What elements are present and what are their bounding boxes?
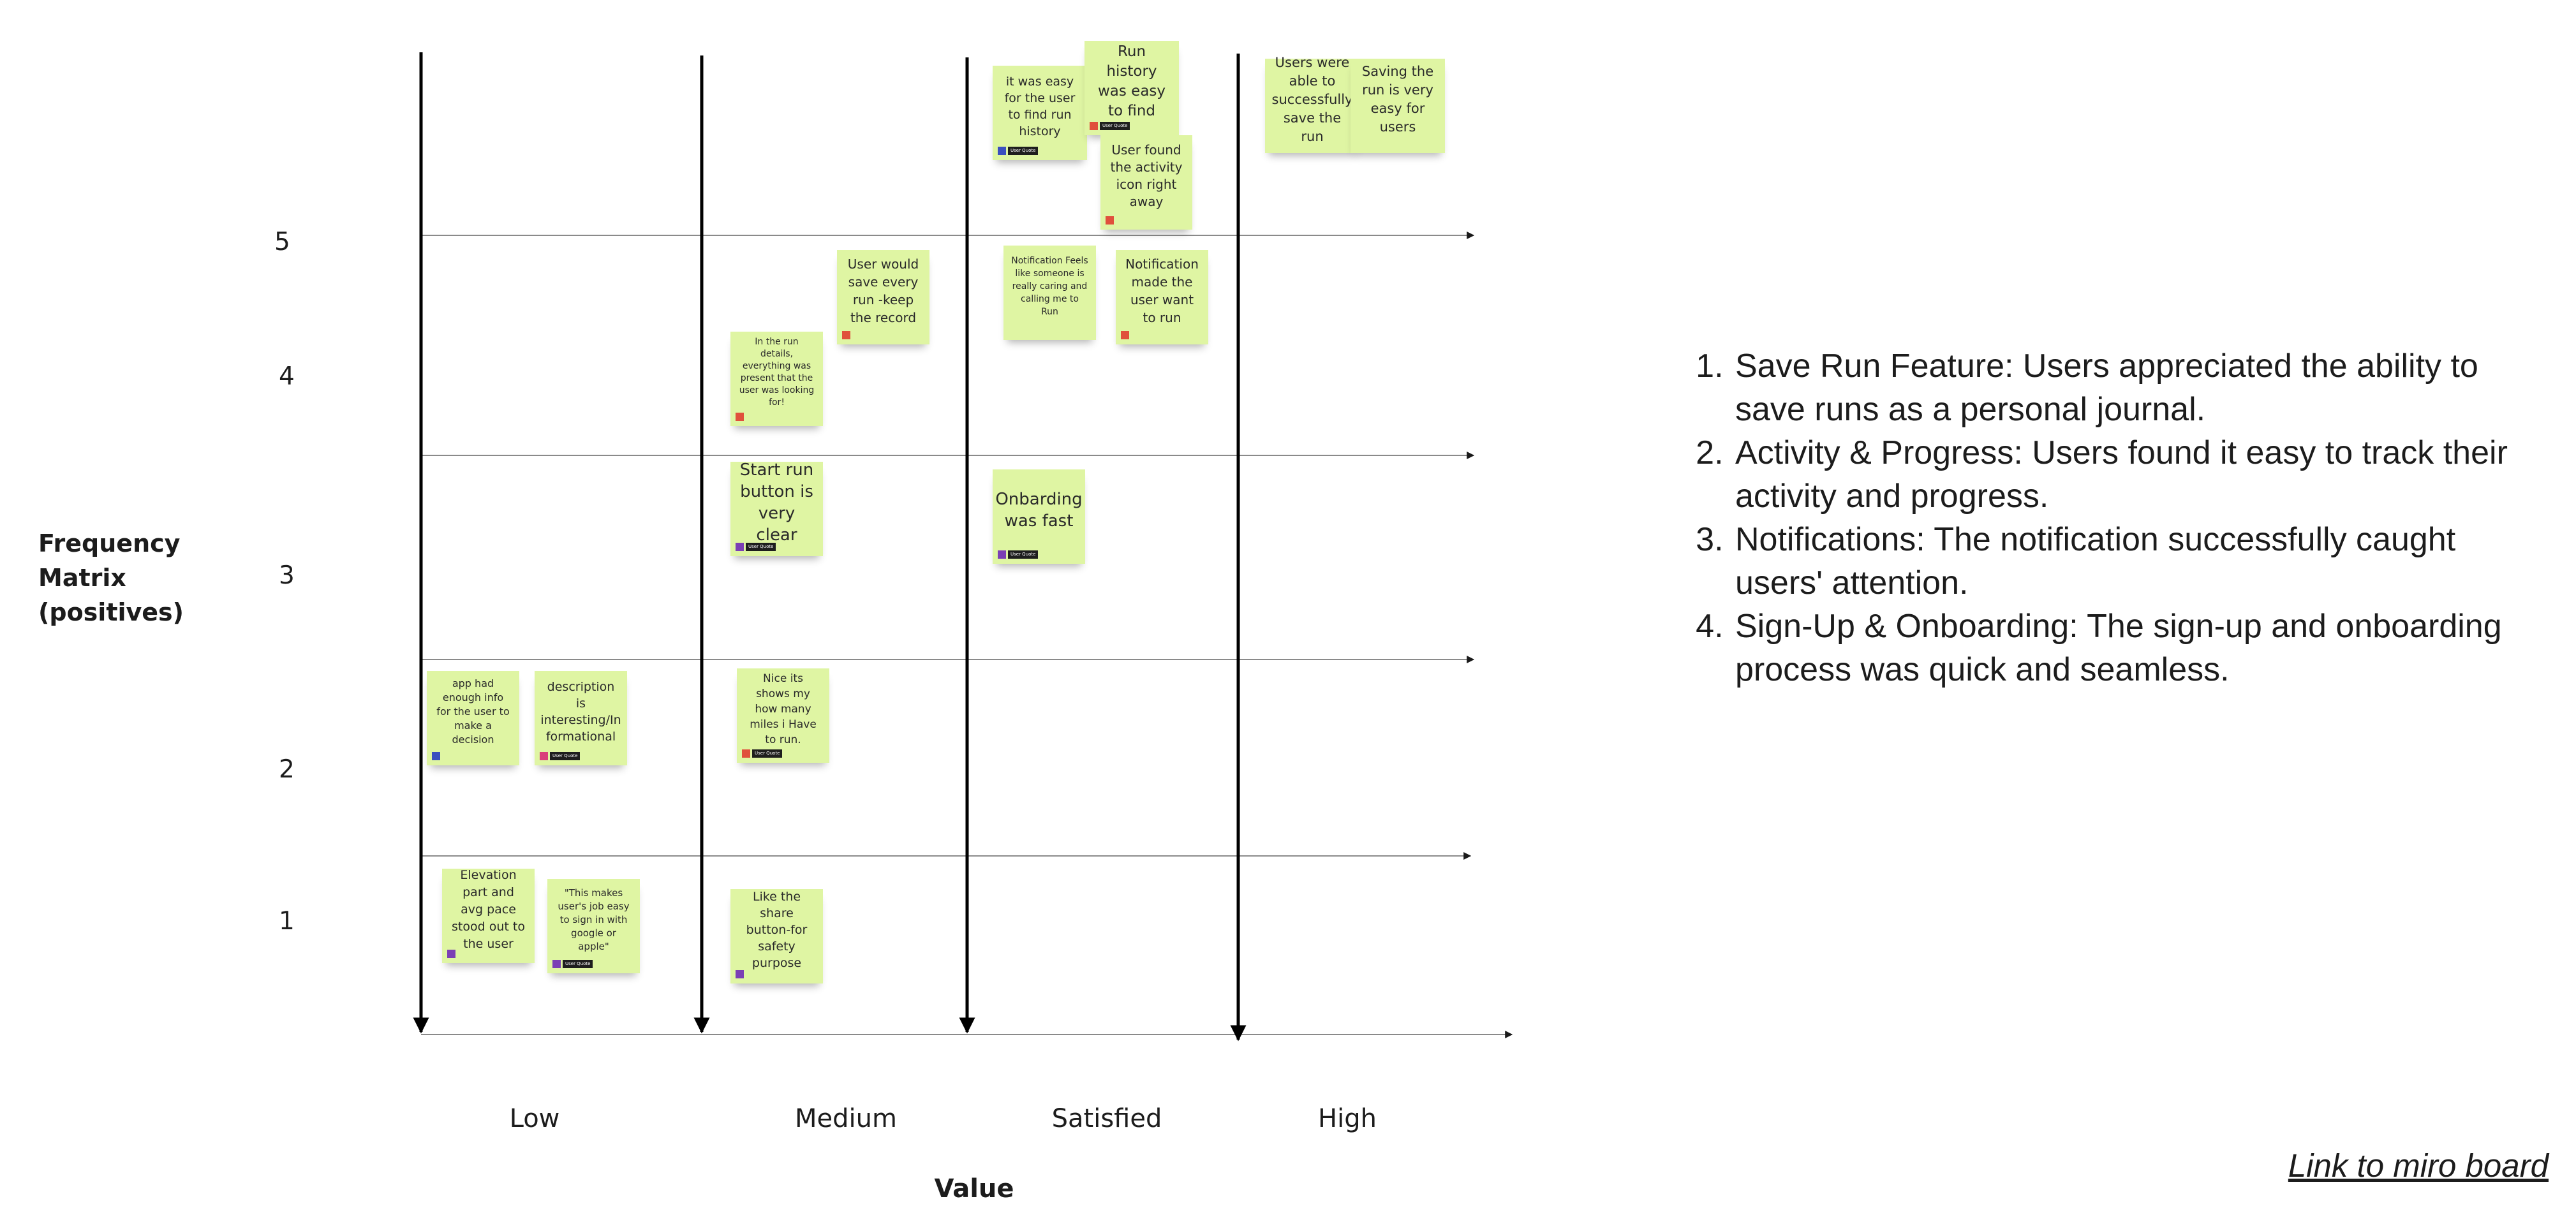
y-tick-label: 2	[279, 755, 295, 784]
sticky-note-text: In the run details, everything was prese…	[739, 337, 815, 408]
user-quote-tag: User Quote	[746, 543, 776, 551]
author-avatar-icon	[736, 413, 744, 421]
user-quote-tag: User Quote	[752, 749, 783, 758]
sticky-note[interactable]: Notification made the user want to run	[1116, 250, 1208, 344]
author-avatar-icon	[998, 147, 1006, 155]
sticky-note[interactable]: "This makes user's job easy to sign in w…	[547, 879, 640, 973]
y-tick-label: 5	[274, 228, 290, 256]
sticky-note-text: Nice its shows my how many miles i Have …	[750, 672, 817, 746]
sticky-note-text: it was easy for the user to find run his…	[1004, 75, 1076, 138]
note-footer	[736, 970, 744, 978]
note-footer: User Quote	[540, 752, 581, 760]
sticky-note-text: Run history was easy to find	[1097, 43, 1166, 119]
note-footer	[842, 331, 850, 339]
author-avatar-icon	[742, 749, 750, 758]
y-tick-label: 1	[279, 907, 295, 936]
sticky-note-text: "This makes user's job easy to sign in w…	[558, 887, 630, 952]
sticky-note[interactable]: Like the share button-for safety purpose	[730, 889, 823, 983]
sticky-note[interactable]: it was easy for the user to find run his…	[993, 66, 1087, 160]
sticky-note[interactable]: Nice its shows my how many miles i Have …	[737, 668, 829, 763]
author-avatar-icon	[736, 543, 744, 551]
sticky-note[interactable]: User would save every run -keep the reco…	[837, 250, 929, 344]
sticky-note-text: Saving the run is very easy for users	[1361, 64, 1434, 135]
miro-board-link[interactable]: Link to miro board	[2288, 1147, 2549, 1184]
x-tick-label: High	[1318, 1104, 1377, 1133]
sticky-note-text: app had enough info for the user to make…	[436, 677, 510, 746]
sticky-note-text: User would save every run -keep the reco…	[847, 256, 919, 325]
sticky-note-text: Users were able to successfully save the…	[1271, 54, 1353, 144]
note-footer: User Quote	[998, 550, 1039, 559]
user-quote-tag: User Quote	[1008, 550, 1039, 559]
sticky-note-text: Start run button is very clear	[739, 460, 814, 545]
sticky-note[interactable]: description is interesting/In formationa…	[535, 671, 627, 765]
author-avatar-icon	[447, 950, 455, 958]
author-avatar-icon	[1090, 122, 1098, 130]
note-footer	[447, 950, 455, 958]
sticky-note[interactable]: Users were able to successfully save the…	[1265, 55, 1359, 153]
y-tick-label: 4	[279, 362, 295, 391]
author-avatar-icon	[842, 331, 850, 339]
sticky-note[interactable]: app had enough info for the user to make…	[427, 671, 519, 765]
note-footer	[1106, 216, 1114, 225]
note-footer: User Quote	[998, 147, 1039, 155]
sticky-note-text: Notification made the user want to run	[1125, 256, 1199, 325]
x-tick-label: Satisfied	[1051, 1104, 1162, 1133]
sticky-note[interactable]: User found the activity icon right away	[1100, 135, 1192, 230]
finding-item: Activity & Progress: Users found it easy…	[1733, 431, 2524, 518]
y-axis-label: Frequency Matrix (positives)	[38, 529, 184, 626]
sticky-note[interactable]: In the run details, everything was prese…	[730, 332, 823, 426]
finding-item: Sign-Up & Onboarding: The sign-up and on…	[1733, 605, 2524, 691]
note-footer: User Quote	[736, 543, 776, 551]
note-footer: User Quote	[1090, 122, 1130, 130]
user-quote-tag: User Quote	[563, 960, 593, 968]
sticky-note-text: Elevation part and avg pace stood out to…	[452, 867, 525, 951]
sticky-note-text: Onbarding was fast	[995, 490, 1083, 531]
sticky-note[interactable]: Notification Feels like someone is reall…	[1003, 246, 1096, 340]
finding-item: Save Run Feature: Users appreciated the …	[1733, 344, 2524, 431]
author-avatar-icon	[552, 960, 561, 968]
y-tick-label: 3	[279, 561, 295, 590]
sticky-note-text: Like the share button-for safety purpose	[746, 890, 808, 970]
author-avatar-icon	[998, 550, 1006, 559]
sticky-note-text: User found the activity icon right away	[1110, 142, 1183, 209]
author-avatar-icon	[736, 970, 744, 978]
sticky-note-text: description is interesting/In formationa…	[540, 680, 621, 744]
x-tick-label: Medium	[795, 1104, 897, 1133]
note-footer: User Quote	[552, 960, 593, 968]
note-footer: User Quote	[742, 749, 783, 758]
user-quote-tag: User Quote	[1100, 122, 1130, 130]
sticky-note-text: Notification Feels like someone is reall…	[1011, 256, 1088, 317]
sticky-note[interactable]: Saving the run is very easy for users	[1351, 59, 1445, 153]
author-avatar-icon	[540, 752, 548, 760]
note-footer	[1121, 331, 1129, 339]
finding-item: Notifications: The notification successf…	[1733, 518, 2524, 605]
user-quote-tag: User Quote	[550, 752, 581, 760]
sticky-note[interactable]: Elevation part and avg pace stood out to…	[442, 867, 535, 963]
note-footer	[736, 413, 744, 421]
x-axis-title: Value	[934, 1174, 1014, 1204]
user-quote-tag: User Quote	[1008, 147, 1039, 155]
note-footer	[432, 752, 440, 760]
key-findings-list: Save Run Feature: Users appreciated the …	[1689, 344, 2524, 691]
author-avatar-icon	[432, 752, 440, 760]
x-tick-label: Low	[509, 1104, 560, 1133]
author-avatar-icon	[1121, 331, 1129, 339]
author-avatar-icon	[1106, 216, 1114, 225]
